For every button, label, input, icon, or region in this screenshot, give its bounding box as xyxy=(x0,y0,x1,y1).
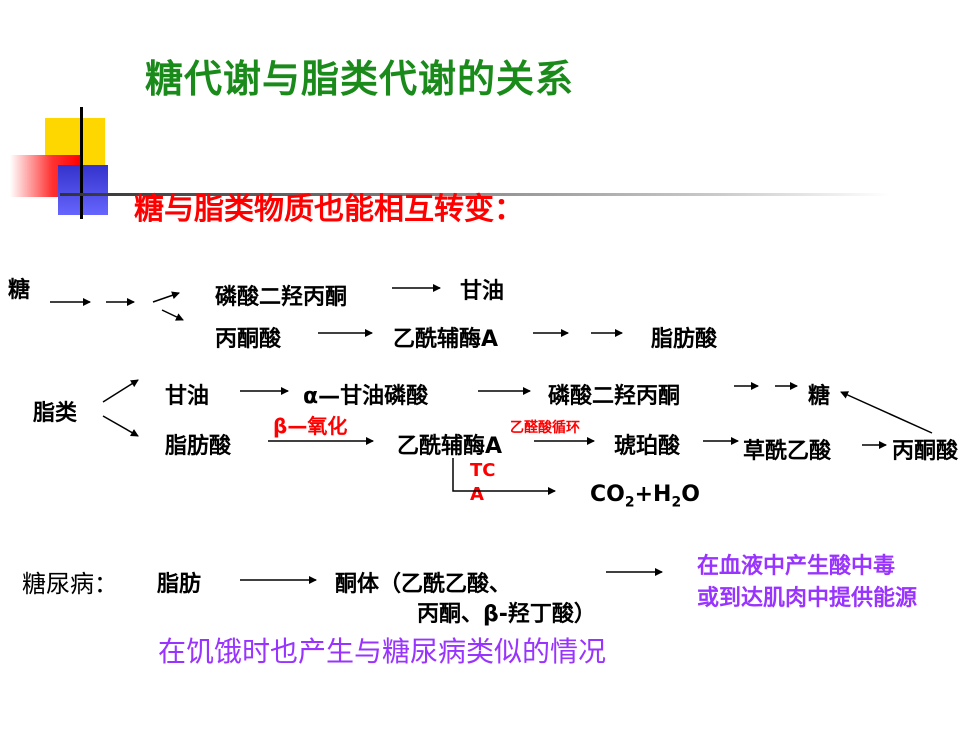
label-glyoxylate-cycle: 乙醛酸循环 xyxy=(510,420,580,436)
arrow-pyruvate-sugar xyxy=(840,391,933,434)
node-succinate: 琥珀酸 xyxy=(614,434,681,459)
plus-h-text: +H xyxy=(634,482,672,507)
node-acetyl-coa: 乙酰辅酶A xyxy=(393,327,499,352)
node-acetyl-coa-2: 乙酰辅酶A xyxy=(397,434,503,459)
node-sugar: 糖 xyxy=(8,278,31,303)
node-alpha-glycerophosphate: α—甘油磷酸 xyxy=(303,384,429,409)
node-fatty-acid-2: 脂肪酸 xyxy=(165,434,232,459)
result-line1: 在血液中产生酸中毒 xyxy=(697,554,896,579)
node-pyruvate-2: 丙酮酸 xyxy=(892,439,959,464)
label-tca-line1: TC xyxy=(470,460,496,481)
starvation-note: 在饥饿时也产生与糖尿病类似的情况 xyxy=(158,635,607,668)
node-pyruvate: 丙酮酸 xyxy=(215,327,282,352)
decor-blue-square xyxy=(58,165,108,215)
node-lipid: 脂类 xyxy=(33,401,78,426)
node-dhap: 磷酸二羟丙酮 xyxy=(215,285,348,310)
decor-horizontal-line xyxy=(60,193,890,196)
node-glycerol-2: 甘油 xyxy=(165,384,210,409)
arrow-tca xyxy=(452,458,556,495)
result-line2: 或到达肌肉中提供能源 xyxy=(697,586,918,611)
arrow-lipid-up xyxy=(102,379,139,403)
node-sugar-2: 糖 xyxy=(808,384,831,409)
arrow-branch-down xyxy=(161,309,184,321)
page-title: 糖代谢与脂类代谢的关系 xyxy=(145,57,575,101)
node-dhap-2: 磷酸二羟丙酮 xyxy=(548,384,681,409)
node-fat: 脂肪 xyxy=(157,572,202,597)
o-text: O xyxy=(681,482,700,507)
node-glycerol: 甘油 xyxy=(460,279,505,304)
label-diabetes: 糖尿病： xyxy=(22,570,118,598)
h2o-subscript: 2 xyxy=(671,494,682,511)
arrow-branch-up xyxy=(152,291,180,303)
node-ketone-line1: 酮体（乙酰乙酸、 xyxy=(335,572,512,597)
node-fatty-acid: 脂肪酸 xyxy=(651,327,718,352)
node-ketone-line2: 丙酮、β-羟丁酸） xyxy=(417,602,596,627)
decor-vertical-line xyxy=(80,107,83,219)
co2-text: CO xyxy=(590,482,625,507)
co2-subscript: 2 xyxy=(624,494,635,511)
label-tca-line2: A xyxy=(470,484,484,505)
label-beta-oxidation: β—氧化 xyxy=(273,414,348,438)
node-oxaloacetate: 草酰乙酸 xyxy=(743,439,832,464)
node-co2-h2o: CO2+H2O xyxy=(590,482,700,510)
arrow-lipid-down xyxy=(102,415,139,437)
page-subtitle: 糖与脂类物质也能相互转变： xyxy=(134,192,524,227)
